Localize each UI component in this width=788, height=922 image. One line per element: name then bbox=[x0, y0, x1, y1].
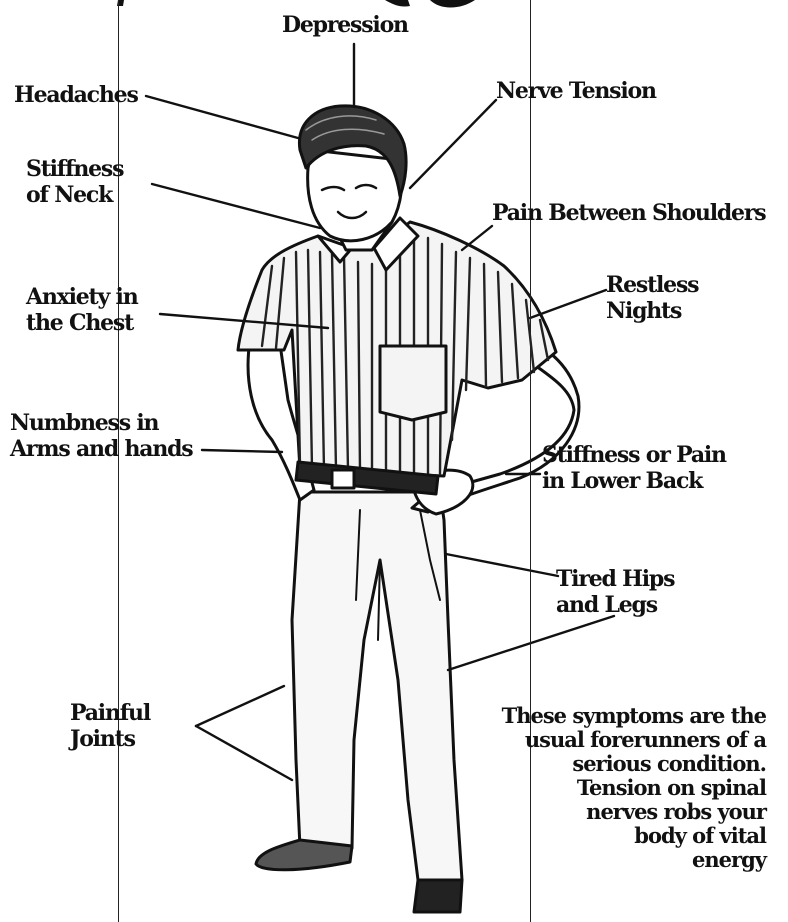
label-numbness: Numbness in Arms and hands bbox=[10, 410, 193, 462]
label-restless-nights: Restless Nights bbox=[606, 272, 698, 324]
note-line: These symptoms are the bbox=[440, 704, 766, 728]
label-anxiety-chest: Anxiety in the Chest bbox=[26, 284, 138, 336]
label-nerve-tension: Nerve Tension bbox=[496, 78, 656, 104]
label-stiffness-neck: Stiffness of Neck bbox=[26, 156, 123, 208]
note-line: serious condition. bbox=[440, 752, 766, 776]
line-numbness bbox=[202, 450, 282, 452]
label-lower-back: Stiffness or Pain in Lower Back bbox=[542, 442, 726, 494]
line-joints-upper bbox=[196, 686, 284, 726]
label-hips-legs: Tired Hips and Legs bbox=[556, 566, 674, 618]
line-joints-lower bbox=[196, 726, 292, 780]
label-pain-shoulders: Pain Between Shoulders bbox=[492, 200, 765, 226]
note-line: nerves robs your bbox=[440, 800, 766, 824]
line-pain-shoulders bbox=[462, 226, 492, 250]
note-line: body of vital bbox=[440, 824, 766, 848]
line-stiffness-neck bbox=[152, 184, 320, 228]
symptoms-note: These symptoms are the usual forerunners… bbox=[440, 704, 766, 872]
label-painful-joints: Painful Joints bbox=[70, 700, 150, 752]
line-hips-legs bbox=[446, 554, 558, 576]
line-nerve-tension bbox=[410, 100, 496, 188]
line-headaches bbox=[146, 96, 298, 138]
note-line: Tension on spinal bbox=[440, 776, 766, 800]
label-headaches: Headaches bbox=[14, 82, 138, 108]
shirt-pocket bbox=[380, 346, 446, 420]
line-restless-nights bbox=[530, 290, 606, 318]
left-shoe bbox=[256, 840, 352, 870]
head-face bbox=[308, 150, 402, 241]
note-line: energy bbox=[440, 848, 766, 872]
pants bbox=[292, 492, 462, 880]
label-depression: Depression bbox=[282, 12, 408, 38]
right-shoe bbox=[414, 880, 462, 912]
cropped-headline-fragment bbox=[117, 0, 475, 8]
note-line: usual forerunners of a bbox=[440, 728, 766, 752]
line-legs-lower bbox=[448, 616, 614, 670]
